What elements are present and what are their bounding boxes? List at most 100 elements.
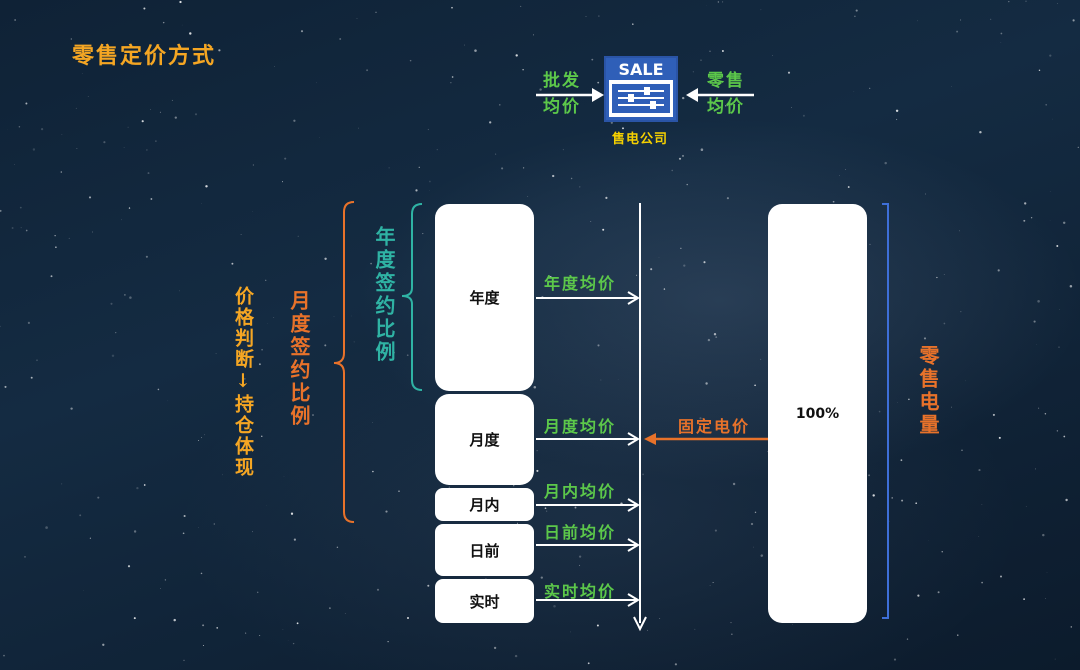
star [553, 604, 556, 608]
star [1056, 430, 1059, 432]
star [129, 296, 132, 299]
star [760, 358, 762, 360]
star [336, 546, 339, 549]
star [216, 627, 219, 629]
star [159, 111, 161, 113]
star [772, 55, 773, 56]
segment-dayahead-box: 日前 [435, 524, 534, 576]
star [544, 507, 547, 510]
star [715, 336, 718, 338]
star [150, 109, 151, 110]
star [370, 262, 372, 265]
star [173, 618, 176, 622]
star [372, 470, 374, 473]
star [730, 622, 732, 624]
annual-ratio-bracket [401, 203, 423, 391]
retail-volume-label: 零售电量 [916, 345, 940, 437]
star [392, 351, 395, 354]
star [869, 87, 871, 89]
star [293, 119, 296, 122]
dayahead-price-label: 日前均价 [544, 523, 617, 542]
star [451, 6, 453, 9]
star [1058, 346, 1060, 348]
star [943, 274, 945, 275]
star [324, 344, 327, 347]
star [1072, 19, 1075, 22]
star [189, 32, 192, 35]
star [650, 268, 653, 271]
flow-arrows [536, 203, 768, 632]
star [900, 459, 903, 462]
monthly-ratio-label: 月度签约比例 [287, 290, 311, 428]
star [978, 536, 980, 537]
star [527, 196, 529, 197]
star [357, 127, 359, 129]
star [522, 68, 524, 71]
star [316, 82, 317, 84]
star [409, 59, 412, 62]
star [671, 169, 673, 172]
star [70, 38, 72, 40]
star [243, 378, 246, 380]
star [448, 486, 450, 488]
star [906, 638, 909, 640]
star [261, 435, 263, 437]
star [141, 120, 144, 123]
star [1024, 202, 1027, 205]
star [705, 382, 708, 385]
star [296, 622, 299, 625]
star [951, 406, 952, 408]
star [489, 121, 492, 124]
star [754, 384, 756, 387]
star [872, 494, 875, 497]
star [1045, 103, 1048, 106]
star [990, 18, 992, 20]
star [960, 19, 962, 21]
star [1065, 498, 1068, 502]
star [958, 230, 960, 232]
star [520, 5, 522, 7]
star [60, 171, 63, 173]
star [267, 323, 269, 324]
star [222, 474, 223, 476]
star [261, 348, 263, 351]
volume-share-label: 100% [795, 405, 840, 422]
star [753, 546, 755, 548]
star [760, 9, 762, 11]
star [245, 632, 247, 634]
star [895, 109, 899, 113]
star [632, 23, 634, 25]
star [127, 565, 131, 568]
realtime-price-label: 实时均价 [544, 582, 617, 601]
star [936, 276, 938, 279]
star [802, 114, 805, 117]
star [4, 385, 7, 388]
star [917, 594, 920, 597]
star [686, 183, 688, 186]
star [266, 505, 268, 506]
star [422, 233, 424, 235]
star [847, 186, 850, 188]
segment-intramonth-box: 月内 [435, 488, 534, 521]
star [937, 591, 940, 594]
star [30, 376, 33, 379]
star [202, 624, 205, 627]
star [25, 102, 28, 105]
star [1049, 190, 1051, 192]
star [54, 235, 56, 237]
star [398, 490, 400, 492]
star [353, 341, 355, 343]
star [198, 526, 199, 528]
star [591, 58, 594, 61]
star [791, 106, 792, 108]
star [787, 71, 791, 74]
star [579, 564, 581, 566]
star [429, 180, 431, 183]
star [205, 185, 208, 188]
star [692, 71, 694, 73]
star [164, 579, 167, 581]
star [721, 50, 724, 52]
star [683, 264, 686, 267]
star [709, 50, 711, 53]
star [50, 275, 53, 278]
